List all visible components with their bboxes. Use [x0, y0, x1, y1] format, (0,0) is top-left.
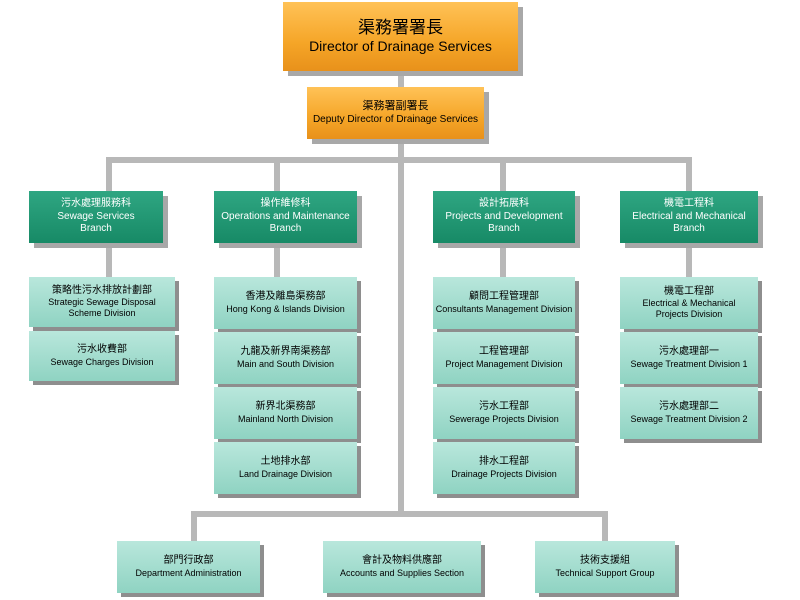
branch-en: Sewage Services [57, 210, 135, 222]
division-en: Project Management Division [445, 358, 563, 369]
division-en-2: Projects Division [655, 309, 723, 320]
division-en: Main and South Division [236, 358, 335, 369]
director-box: 渠務署署長 Director of Drainage Services [283, 2, 518, 71]
connector-support-bar [191, 511, 608, 517]
division-en: Sewerage Projects Division [449, 413, 559, 424]
branch-zh: 污水處理服務科 [61, 198, 131, 210]
connector-branch-2 [274, 157, 280, 191]
connector-branch-bar [106, 157, 692, 163]
division-consultants-management: 顧問工程管理部 Consultants Management Division [433, 277, 575, 329]
division-zh: 香港及離島渠務部 [245, 291, 326, 303]
support-zh: 會計及物料供應部 [362, 555, 442, 567]
branch-en-2: Branch [80, 223, 112, 235]
division-zh: 策略性污水排放計劃部 [52, 284, 152, 296]
deputy-title-zh: 渠務署副署長 [362, 99, 429, 112]
connector-branch4-divisions [686, 243, 692, 277]
connector-branch3-divisions [500, 243, 506, 277]
division-zh: 污水處理部一 [659, 346, 719, 358]
branch-operations-maintenance: 操作維修科 Operations and Maintenance Branch [214, 191, 357, 243]
connector-support-3 [602, 511, 608, 541]
division-drainage-projects: 排水工程部 Drainage Projects Division [433, 442, 575, 494]
branch-sewage-services: 污水處理服務科 Sewage Services Branch [29, 191, 163, 243]
branch-electrical-mechanical: 機電工程科 Electrical and Mechanical Branch [620, 191, 758, 243]
connector-branch1-divisions [106, 243, 112, 277]
division-main-south: 九龍及新界南渠務部 Main and South Division [214, 332, 357, 384]
division-zh: 機電工程部 [664, 285, 714, 297]
division-zh: 土地排水部 [260, 456, 311, 468]
branch-en-2: Branch [673, 223, 705, 235]
division-land-drainage: 土地排水部 Land Drainage Division [214, 442, 357, 494]
division-sewage-charges: 污水收費部 Sewage Charges Division [29, 331, 175, 381]
connector-branch2-divisions [274, 243, 280, 277]
division-en: Mainland North Division [237, 413, 334, 424]
branch-en: Projects and Development [445, 210, 563, 222]
division-strategic-sewage: 策略性污水排放計劃部 Strategic Sewage Disposal Sch… [29, 277, 175, 327]
deputy-title-en: Deputy Director of Drainage Services [312, 113, 479, 125]
division-en: Sewage Treatment Division 1 [630, 358, 748, 369]
connector-director-deputy [398, 71, 404, 87]
connector-branch-1 [106, 157, 112, 191]
division-em-projects: 機電工程部 Electrical & Mechanical Projects D… [620, 277, 758, 329]
connector-branch-3 [500, 157, 506, 191]
division-en: Electrical & Mechanical [642, 298, 736, 308]
division-en: Drainage Projects Division [451, 468, 557, 479]
division-zh: 工程管理部 [479, 346, 529, 358]
division-sewage-treatment-1: 污水處理部一 Sewage Treatment Division 1 [620, 332, 758, 384]
branch-en: Electrical and Mechanical [632, 210, 746, 222]
division-en: Hong Kong & Islands Division [226, 303, 345, 314]
branch-en-2: Branch [488, 223, 520, 235]
director-title-en: Director of Drainage Services [309, 38, 492, 55]
branch-en: Operations and Maintenance [221, 210, 350, 222]
division-en: Sewage Treatment Division 2 [630, 413, 748, 424]
branch-zh: 操作維修科 [260, 198, 311, 210]
division-hk-islands: 香港及離島渠務部 Hong Kong & Islands Division [214, 277, 357, 329]
division-en: Land Drainage Division [238, 468, 333, 479]
support-en: Department Administration [135, 567, 242, 578]
support-technical-support: 技術支援組 Technical Support Group [535, 541, 675, 593]
support-accounts-supplies: 會計及物料供應部 Accounts and Supplies Section [323, 541, 481, 593]
connector-support-1 [191, 511, 197, 541]
support-en: Technical Support Group [555, 567, 655, 578]
division-zh: 污水收費部 [77, 344, 127, 356]
director-title-zh: 渠務署署長 [358, 18, 443, 38]
support-department-administration: 部門行政部 Department Administration [117, 541, 260, 593]
division-en: Consultants Management Division [435, 303, 573, 314]
division-zh: 污水處理部二 [659, 401, 719, 413]
deputy-director-box: 渠務署副署長 Deputy Director of Drainage Servi… [307, 87, 484, 139]
division-zh: 九龍及新界南渠務部 [240, 346, 331, 358]
branch-projects-development: 設計拓展科 Projects and Development Branch [433, 191, 575, 243]
connector-branch-4 [686, 157, 692, 191]
connector-deputy-trunk [398, 139, 404, 517]
branch-zh: 機電工程科 [664, 198, 714, 210]
support-en: Accounts and Supplies Section [339, 567, 465, 578]
division-en: Strategic Sewage Disposal [48, 297, 156, 307]
division-zh: 污水工程部 [479, 401, 529, 413]
branch-zh: 設計拓展科 [479, 198, 529, 210]
division-mainland-north: 新界北渠務部 Mainland North Division [214, 387, 357, 439]
support-zh: 部門行政部 [163, 555, 214, 567]
division-zh: 排水工程部 [479, 456, 529, 468]
support-zh: 技術支援組 [580, 555, 630, 567]
division-sewerage-projects: 污水工程部 Sewerage Projects Division [433, 387, 575, 439]
division-en-2: Scheme Division [68, 308, 136, 319]
division-project-management: 工程管理部 Project Management Division [433, 332, 575, 384]
division-zh: 顧問工程管理部 [469, 291, 539, 303]
division-zh: 新界北渠務部 [255, 401, 316, 413]
branch-en-2: Branch [269, 223, 302, 235]
division-sewage-treatment-2: 污水處理部二 Sewage Treatment Division 2 [620, 387, 758, 439]
division-en: Sewage Charges Division [50, 356, 154, 367]
